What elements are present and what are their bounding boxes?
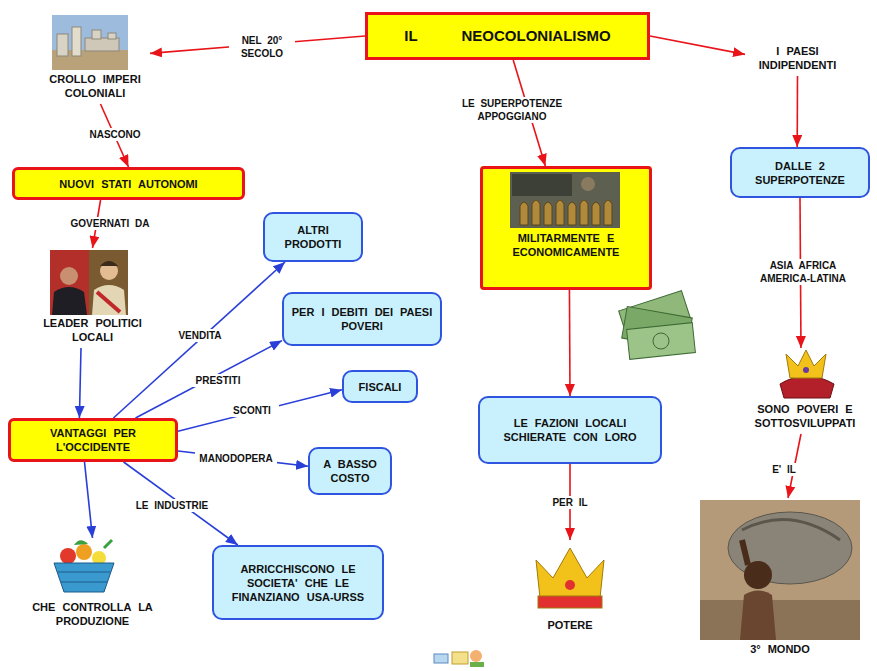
poverty-crown-picture	[780, 350, 834, 398]
connector-arrow	[113, 262, 285, 418]
edge-label: SCONTI	[225, 404, 279, 417]
node-text: 3° MONDO	[750, 642, 810, 656]
node-text: IL NEOCOLONIALISMO	[404, 27, 610, 45]
edge-label: PER IL	[545, 496, 595, 509]
picture-node: LEADER POLITICI LOCALI	[35, 248, 150, 348]
node-text: SONO POVERI E SOTTOSVILUPPATI	[744, 402, 866, 430]
connector-arrow	[796, 76, 798, 147]
edge-label: ASIA AFRICA AMERICA-LATINA	[741, 259, 865, 285]
node-text: MILITARMENTE E ECONOMICAMENTE	[489, 231, 643, 259]
edge-label: E' IL	[762, 463, 806, 476]
connector-arrow	[178, 451, 308, 466]
node-text: DALLE 2 SUPERPOTENZE	[738, 159, 862, 187]
node-text: VANTAGGI PER L'OCCIDENTE	[17, 426, 169, 454]
detail-box: LE FAZIONI LOCALI SCHIERATE CON LORO	[478, 396, 662, 464]
node-text: CROLLO IMPERI COLONIALI	[46, 72, 144, 100]
fruit-basket-picture	[54, 540, 114, 592]
detail-box: PER I DEBITI DEI PAESI POVERI	[282, 292, 442, 346]
picture-node: CHE CONTROLLA LA PRODUZIONE	[20, 538, 165, 632]
money-picture	[619, 291, 696, 360]
node-text: A BASSO COSTO	[316, 457, 384, 485]
connector-arrow	[650, 36, 745, 54]
node-text: ALTRI PRODOTTI	[271, 223, 355, 251]
node-text: LE FAZIONI LOCALI SCHIERATE CON LORO	[486, 416, 654, 444]
weapons-picture	[510, 172, 620, 228]
edge-label: PRESTITI	[185, 374, 251, 387]
connector-arrow	[136, 341, 283, 418]
picture-node: POTERE	[520, 540, 620, 636]
edge-label: MANODOPERA	[195, 452, 277, 465]
picture-node: 3° MONDO	[700, 498, 860, 660]
concept-box: MILITARMENTE E ECONOMICAMENTE	[480, 166, 652, 290]
detail-box: FISCALI	[342, 370, 418, 403]
leaders-picture	[50, 250, 128, 315]
detail-box: ALTRI PRODOTTI	[263, 212, 363, 262]
edge-label: NASCONO	[80, 128, 150, 141]
concept-box: VANTAGGI PER L'OCCIDENTE	[8, 418, 178, 462]
connector-arrow	[79, 348, 81, 418]
connector-arrow	[85, 462, 93, 538]
text-node: I PAESI INDIPENDENTI	[745, 40, 850, 76]
box-fill	[480, 166, 652, 290]
connector-arrow	[124, 462, 238, 545]
title-box: IL NEOCOLONIALISMO	[365, 12, 650, 60]
node-text: PER I DEBITI DEI PAESI POVERI	[290, 305, 434, 333]
node-text: LEADER POLITICI LOCALI	[41, 316, 144, 344]
connector-arrow	[178, 390, 342, 431]
node-text: FISCALI	[359, 380, 402, 394]
picture-node: CROLLO IMPERI COLONIALI	[40, 12, 150, 104]
node-text: POTERE	[547, 618, 592, 632]
edge-label: LE SUPERPOTENZE APPOGGIANO	[453, 97, 571, 123]
edge-label: GOVERNATI DA	[55, 217, 165, 230]
picture-node: SONO POVERI E SOTTOSVILUPPATI	[738, 348, 872, 434]
logo-watermark	[434, 650, 484, 667]
edge-label: LE INDUSTRIE	[124, 499, 220, 512]
node-text: CHE CONTROLLA LA PRODUZIONE	[26, 600, 159, 628]
detail-box: DALLE 2 SUPERPOTENZE	[730, 147, 870, 198]
crown-picture	[536, 548, 604, 608]
node-text: I PAESI INDIPENDENTI	[751, 44, 844, 72]
edge-label: NEL 20° SECOLO	[229, 34, 295, 60]
ruins-picture	[52, 15, 128, 70]
node-text: ARRICCHISCONO LE SOCIETA' CHE LE FINANZI…	[220, 562, 376, 604]
concept-box: NUOVI STATI AUTONOMI	[12, 167, 245, 200]
node-text: NUOVI STATI AUTONOMI	[59, 177, 197, 191]
porter-photo	[700, 500, 860, 640]
edge-label: VENDITA	[169, 329, 231, 342]
detail-box: A BASSO COSTO	[308, 447, 392, 495]
detail-box: ARRICCHISCONO LE SOCIETA' CHE LE FINANZI…	[212, 545, 384, 620]
connector-arrow	[569, 290, 571, 396]
